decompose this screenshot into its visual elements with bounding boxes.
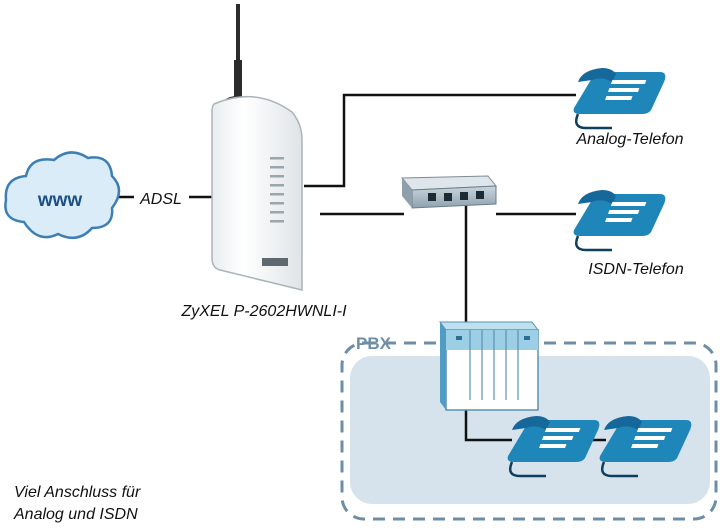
- adsl-label: ADSL: [139, 191, 182, 208]
- analog-phone-label: Analog-Telefon: [575, 131, 683, 148]
- router-label: ZyXEL P-2602HWNLI-I: [180, 303, 347, 320]
- cloud-icon: [4, 151, 121, 240]
- isdn-phone-icon: [572, 188, 667, 252]
- router-icon: [211, 4, 303, 291]
- analog-phone-icon: [572, 66, 667, 130]
- isdn-phone-label: ISDN-Telefon: [588, 261, 684, 278]
- pbx-device-icon: [439, 321, 539, 411]
- line-pbx-phones: [464, 410, 512, 442]
- connection-lines: [116, 93, 606, 442]
- pbx-label: PBX: [356, 334, 392, 353]
- cloud-label: www: [37, 190, 83, 211]
- caption-line-2: Analog und ISDN: [13, 506, 138, 523]
- switch-icon: [400, 175, 498, 209]
- caption-line-1: Viel Anschluss für: [14, 484, 141, 501]
- line-router-analog: [304, 93, 576, 188]
